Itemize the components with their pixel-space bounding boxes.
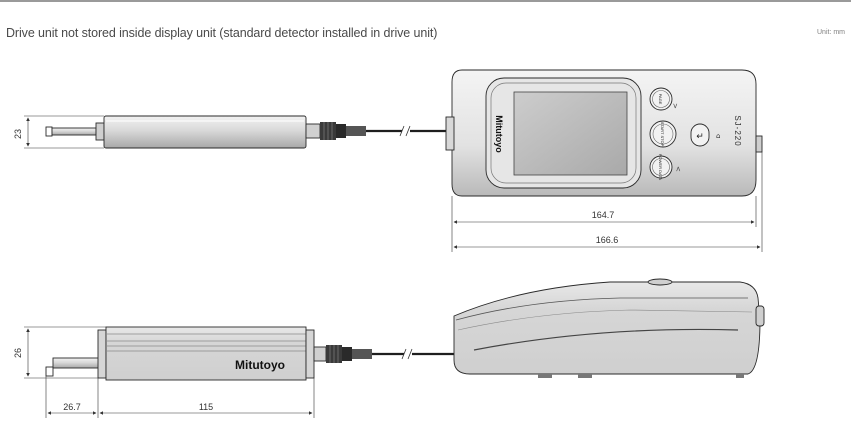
connector-plug-side <box>313 346 327 362</box>
brand-logo-top: Mitutoyo <box>494 115 504 153</box>
detector-rod <box>51 127 97 136</box>
dim-label-115: 115 <box>199 402 213 412</box>
chevron-right-icon: > <box>671 103 679 109</box>
detector-collar <box>95 122 105 141</box>
page-button-label: PAGE <box>658 94 663 105</box>
dimension-23: 23 <box>13 115 104 149</box>
cable-boot-side <box>352 349 372 359</box>
foot-left <box>538 374 552 378</box>
end-cap-left <box>97 329 107 379</box>
display-unit-top-view: Mitutoyo PAGE > START STOP POWER DATA < … <box>445 69 763 197</box>
power-data-label: POWER DATA <box>658 154 663 181</box>
model-label: SJ-220 <box>733 115 742 146</box>
power-data-button[interactable]: POWER DATA <box>649 154 673 181</box>
drive-body-side <box>105 326 307 381</box>
page-button[interactable]: PAGE <box>649 87 673 111</box>
dimension-26: 26 <box>13 326 106 379</box>
side-knob <box>755 135 763 153</box>
foot-right <box>578 374 592 378</box>
lcd-screen <box>513 91 628 176</box>
connector-nut <box>336 124 346 138</box>
top-button-side <box>647 278 673 286</box>
chevron-left-icon: < <box>674 166 682 172</box>
stylus-tip <box>45 126 53 137</box>
dimension-115: 115 <box>99 378 315 418</box>
top-divider <box>0 0 851 2</box>
start-stop-button[interactable]: START STOP <box>649 120 677 148</box>
stylus-tip-side <box>45 366 54 377</box>
display-unit-side-view <box>453 278 765 378</box>
dim-label-166-6: 166.6 <box>596 235 619 245</box>
connector-plug <box>305 123 321 139</box>
connector-nut-side <box>342 347 352 361</box>
side-groove <box>473 328 739 351</box>
start-stop-label: START STOP <box>660 122 665 147</box>
drive-unit-top-view <box>45 115 450 149</box>
dim-label-164-7: 164.7 <box>592 210 615 220</box>
dim-label-26-7: 26.7 <box>63 402 81 412</box>
end-cap-right <box>305 329 315 379</box>
dim-label-26: 26 <box>13 348 23 358</box>
drive-unit-side-view: Mitutoyo <box>45 326 454 381</box>
unit-label: Unit: mm <box>817 29 845 36</box>
home-icon: ⌂ <box>716 132 720 140</box>
return-button[interactable]: ↵ <box>690 123 710 147</box>
side-knob-side <box>755 305 765 327</box>
dimension-164-7: 164.7 <box>451 196 757 252</box>
cable-socket <box>445 116 455 151</box>
dimension-166-6: 166.6 <box>453 152 763 252</box>
cable-boot <box>346 126 366 136</box>
dimension-26-7: 26.7 <box>45 376 99 418</box>
dim-label-23: 23 <box>13 129 23 139</box>
detector-rod-side <box>52 357 100 369</box>
foot-rear <box>736 374 744 378</box>
return-icon: ↵ <box>696 132 704 142</box>
page-title: Drive unit not stored inside display uni… <box>6 26 438 40</box>
display-housing-side <box>453 281 761 375</box>
brand-logo-side: Mitutoyo <box>235 358 285 372</box>
